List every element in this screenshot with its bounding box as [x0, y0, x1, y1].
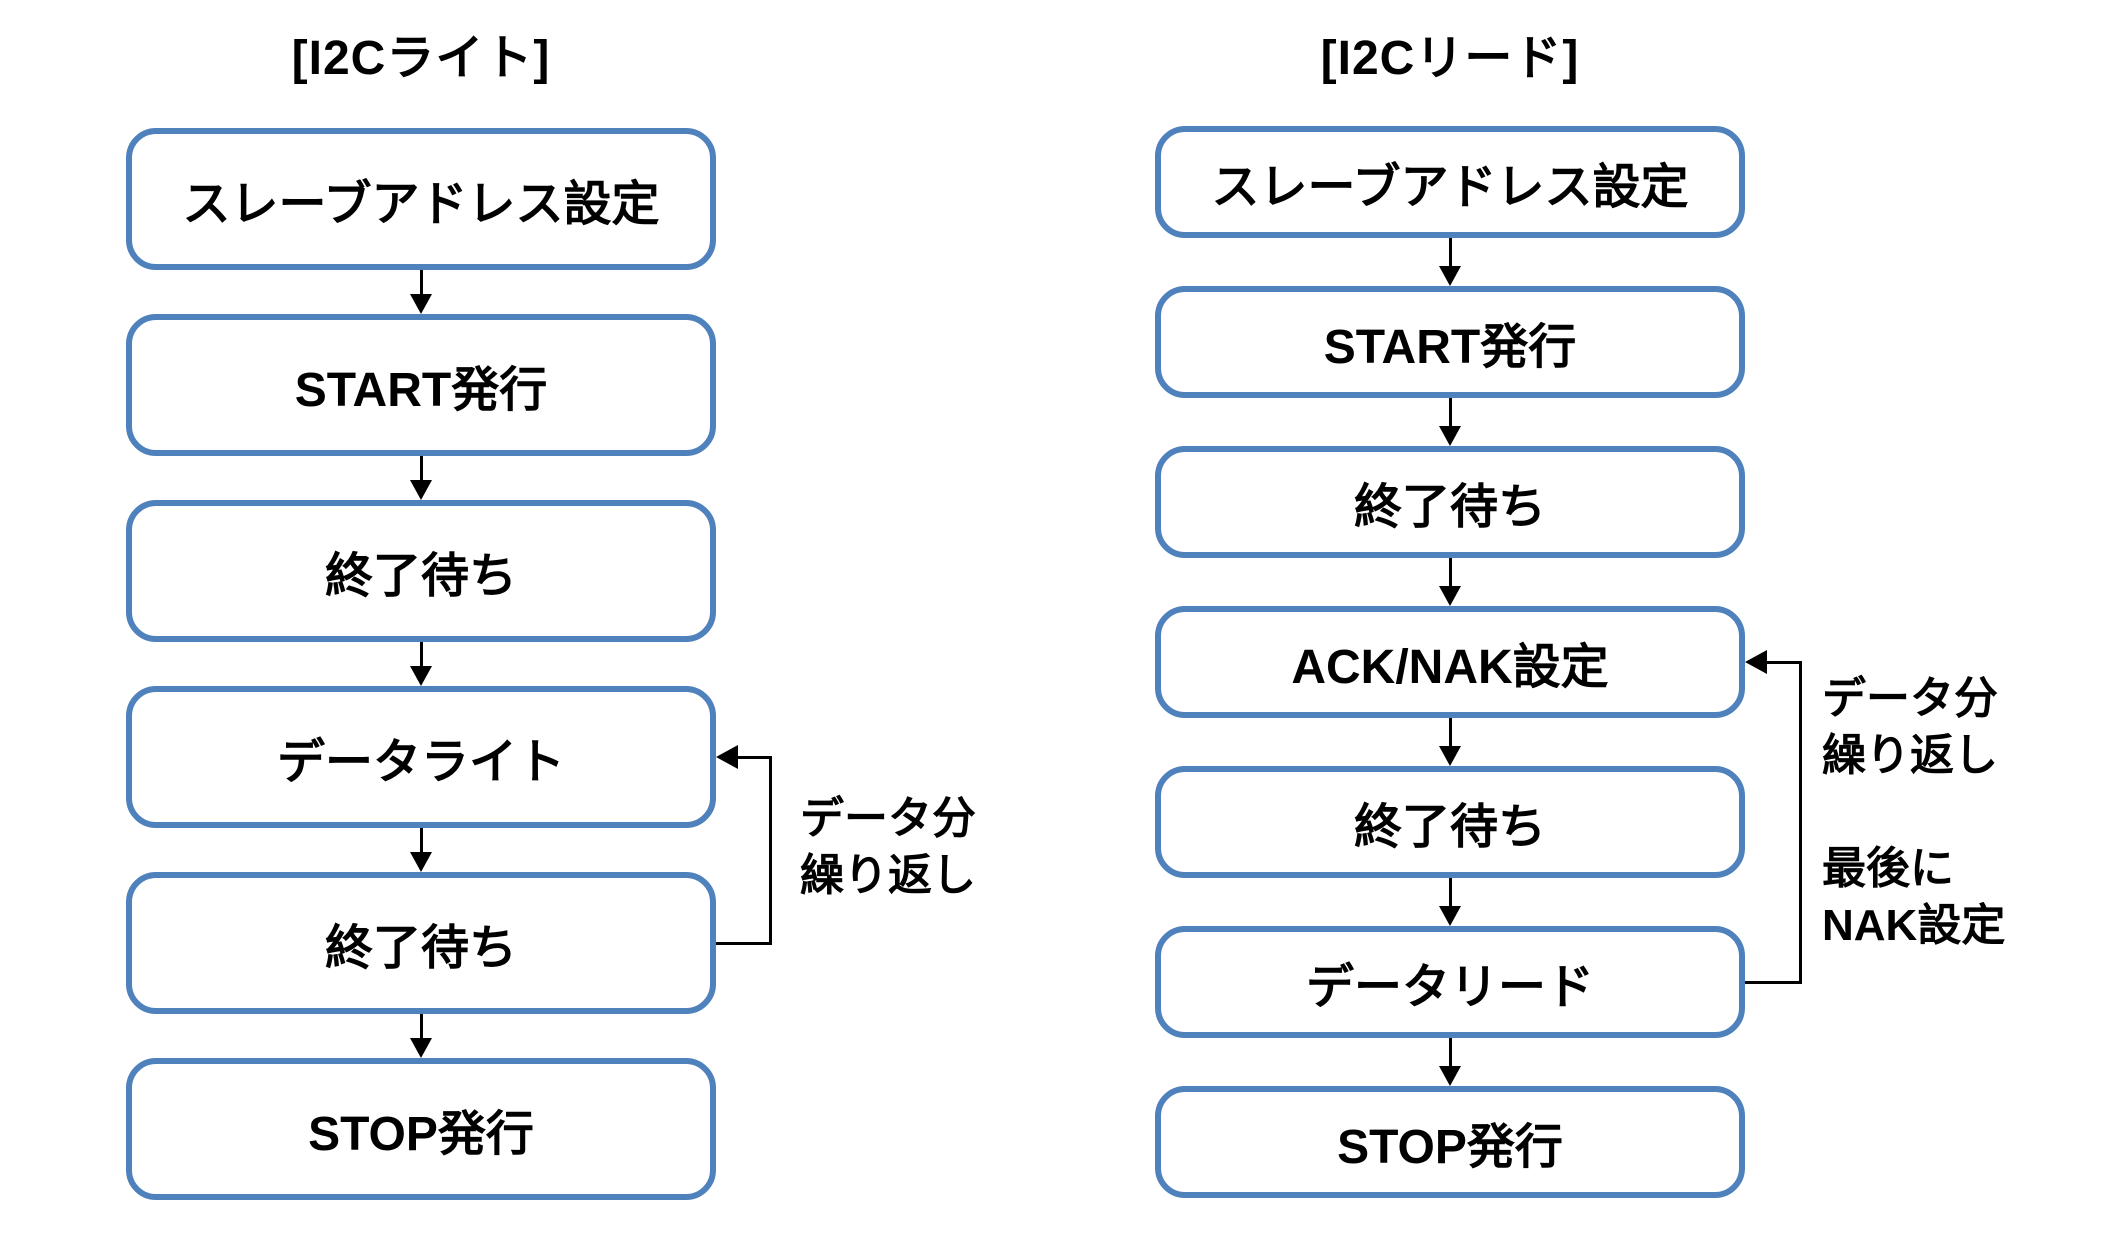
loop-annotation-line: 最後に [1822, 844, 1954, 893]
loop-arrow-vertical-line [1798, 660, 1802, 984]
loop-annotation: データ分繰り返し [800, 790, 976, 904]
flow-step-box: スレーブアドレス設定 [1155, 126, 1745, 238]
down-arrow-line [1448, 878, 1452, 906]
flow-step-box: 終了待ち [126, 872, 716, 1014]
down-arrow-head-icon [1439, 906, 1461, 926]
flow-step-box: START発行 [1155, 286, 1745, 398]
flow-step-box: 終了待ち [126, 500, 716, 642]
flowchart-title-i2c-write: [I2Cライト] [291, 32, 551, 85]
down-arrow-line [419, 270, 423, 294]
loop-annotation: データ分繰り返し [1822, 670, 1998, 784]
flow-step-box: スレーブアドレス設定 [126, 128, 716, 270]
down-arrow-line [1448, 238, 1452, 266]
down-arrow-head-icon [410, 1038, 432, 1058]
down-arrow-head-icon [1439, 426, 1461, 446]
down-arrow-line [1448, 718, 1452, 746]
down-arrow-line [1448, 398, 1452, 426]
loop-annotation-line: データ分 [1822, 674, 1998, 723]
down-arrow-head-icon [1439, 746, 1461, 766]
loop-annotation: 最後に NAK設定 [1822, 840, 2005, 954]
loop-arrow-top-line [736, 755, 772, 759]
down-arrow-line [1448, 1038, 1452, 1066]
down-arrow-head-icon [410, 480, 432, 500]
down-arrow-head-icon [410, 294, 432, 314]
flow-step-box: STOP発行 [1155, 1086, 1745, 1198]
flow-step-box: データライト [126, 686, 716, 828]
down-arrow-line [419, 456, 423, 480]
down-arrow-line [419, 642, 423, 666]
loop-annotation-line: NAK設定 [1822, 901, 2006, 950]
loop-arrow-bottom-line [1745, 980, 1800, 984]
down-arrow-head-icon [1439, 266, 1461, 286]
down-arrow-line [419, 1014, 423, 1038]
loop-arrow-vertical-line [768, 755, 772, 945]
loop-arrow-bottom-line [716, 941, 770, 945]
down-arrow-head-icon [1439, 1066, 1461, 1086]
loop-arrow-top-line [1765, 660, 1802, 664]
loop-annotation-line: 繰り返し [1822, 731, 1998, 780]
left-arrow-head-icon [1745, 650, 1767, 674]
loop-annotation-line: データ分 [800, 794, 976, 843]
flow-step-box: 終了待ち [1155, 446, 1745, 558]
down-arrow-line [419, 828, 423, 852]
flowchart-title-i2c-read: [I2Cリード] [1320, 32, 1580, 85]
flow-step-box: STOP発行 [126, 1058, 716, 1200]
flow-step-box: 終了待ち [1155, 766, 1745, 878]
left-arrow-head-icon [716, 745, 738, 769]
loop-annotation-line: 繰り返し [800, 851, 976, 900]
flow-step-box: START発行 [126, 314, 716, 456]
down-arrow-head-icon [410, 666, 432, 686]
flow-step-box: データリード [1155, 926, 1745, 1038]
down-arrow-head-icon [410, 852, 432, 872]
down-arrow-head-icon [1439, 586, 1461, 606]
flow-step-box: ACK/NAK設定 [1155, 606, 1745, 718]
down-arrow-line [1448, 558, 1452, 586]
